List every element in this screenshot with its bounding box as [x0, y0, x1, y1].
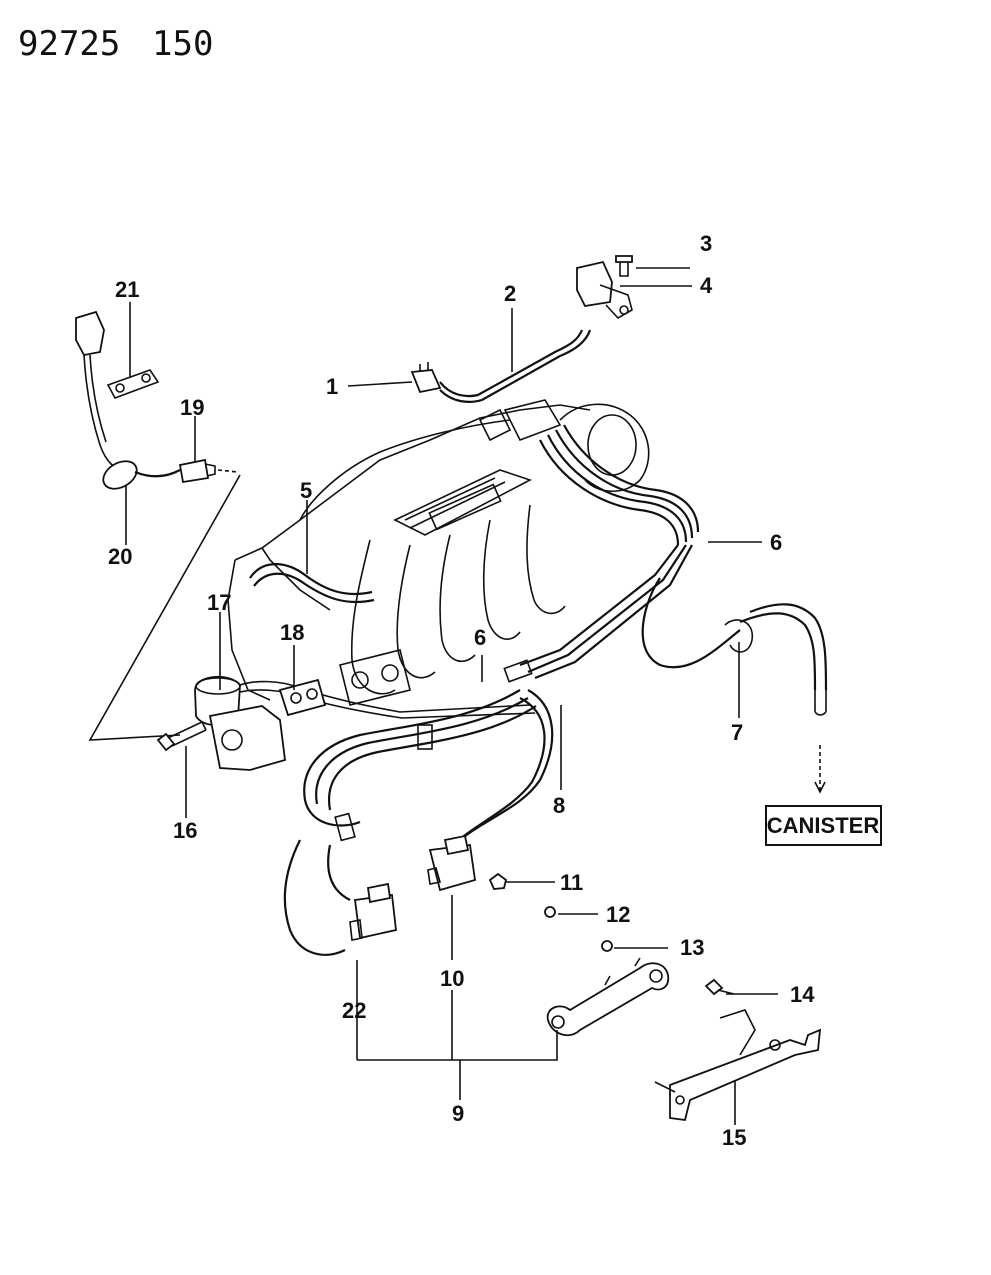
callout-7: 7	[731, 720, 743, 745]
callout-numbers: 1 2 3 4 5 6 6 7 8 9 10 11 12 13 14 15 16…	[108, 231, 815, 1150]
callout-9: 9	[452, 1101, 464, 1126]
vacuum-hose-5-drawing	[249, 563, 375, 604]
callout-11: 11	[560, 870, 583, 895]
callout-6-lower: 6	[474, 625, 486, 650]
sensor-hose-drawing	[410, 255, 633, 403]
callout-2: 2	[504, 281, 516, 306]
canister-box: CANISTER	[765, 805, 882, 846]
callout-3: 3	[700, 231, 712, 256]
callout-22: 22	[342, 998, 366, 1023]
callout-15: 15	[722, 1125, 746, 1150]
callout-10: 10	[440, 966, 464, 991]
callout-12: 12	[606, 902, 630, 927]
callout-14: 14	[790, 982, 815, 1007]
sensor-harness-drawing	[75, 310, 241, 741]
callout-4: 4	[700, 273, 713, 298]
callout-20: 20	[108, 544, 132, 569]
callout-16: 16	[173, 818, 197, 843]
leader-lines	[125, 267, 778, 1125]
callout-18: 18	[280, 620, 304, 645]
callout-17: 17	[207, 590, 231, 615]
canister-label: CANISTER	[767, 813, 880, 838]
drawing-number: 92725	[18, 24, 121, 64]
callout-21: 21	[115, 277, 139, 302]
egr-valve-drawing	[156, 675, 536, 771]
page-code: 150	[152, 24, 214, 64]
callout-13: 13	[680, 935, 704, 960]
callout-8: 8	[553, 793, 565, 818]
callout-1: 1	[326, 374, 338, 399]
vacuum-harness-8-drawing	[283, 689, 554, 956]
callout-19: 19	[180, 395, 204, 420]
callout-6-upper: 6	[770, 530, 782, 555]
intake-manifold-drawing	[227, 399, 828, 794]
callout-5: 5	[300, 478, 312, 503]
solenoid-bracket-drawing	[488, 872, 822, 1121]
